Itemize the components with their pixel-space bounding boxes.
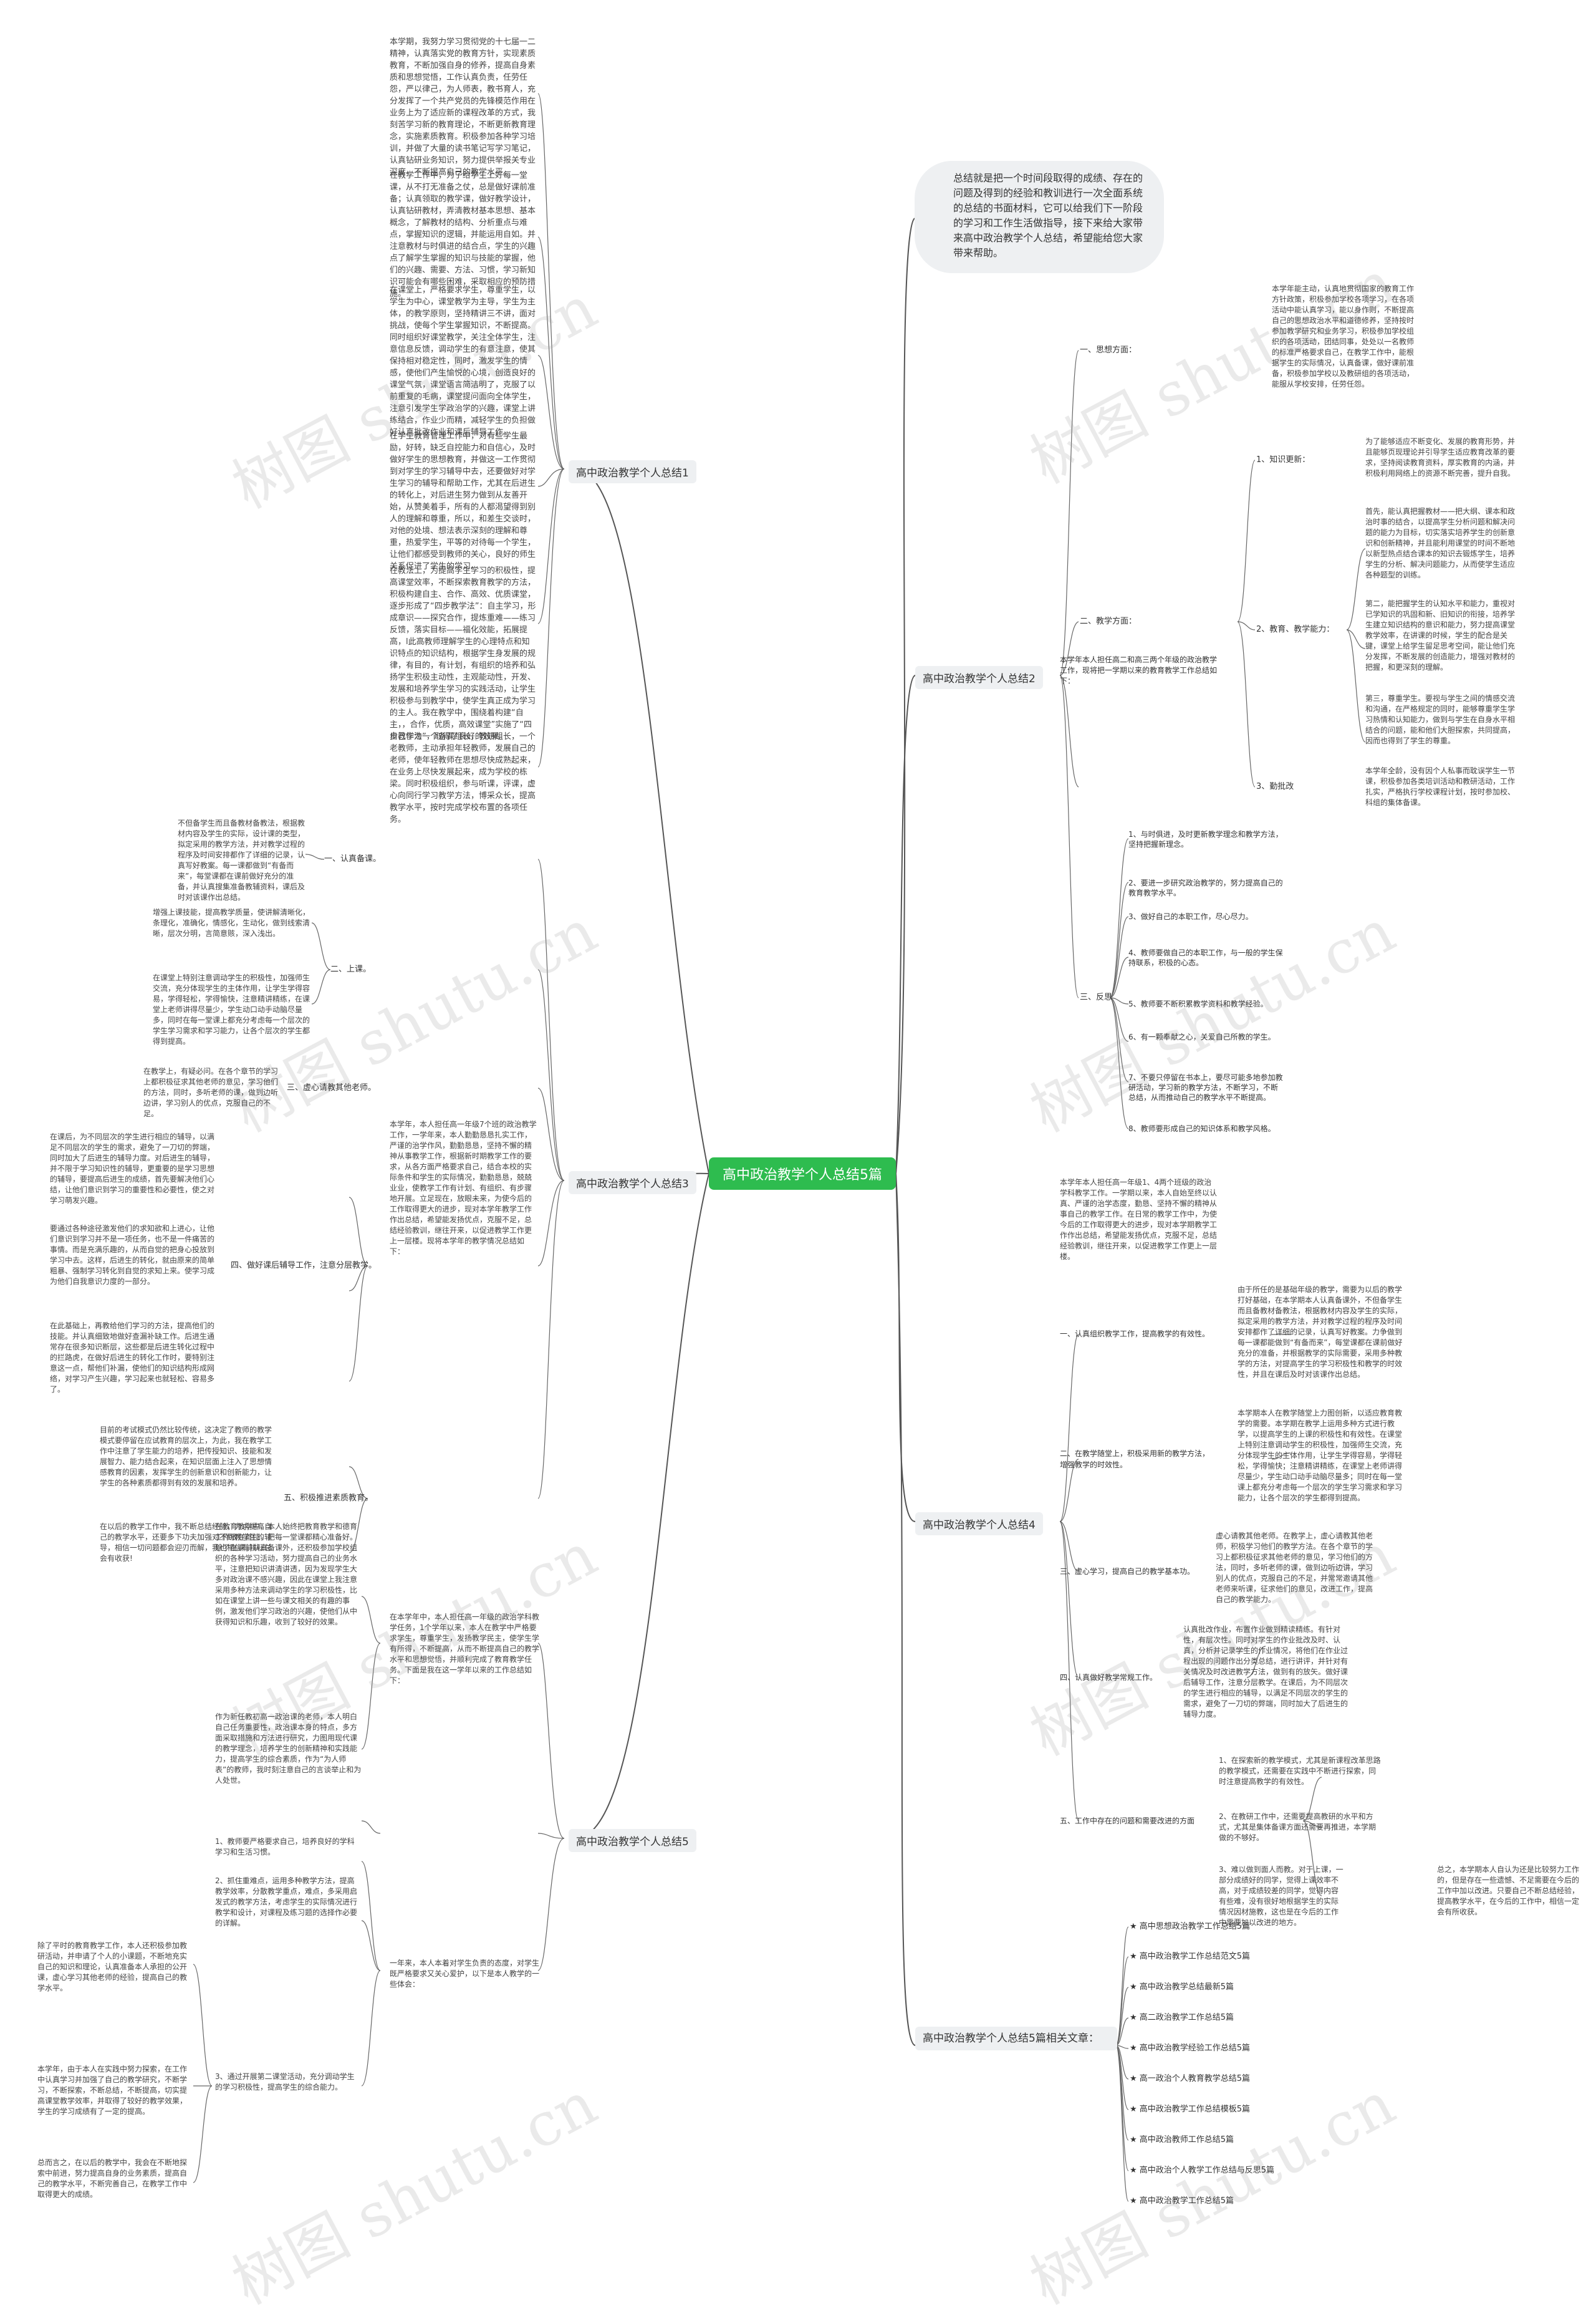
branch-s3-title[interactable]: 高中政治教学个人总结3: [569, 1171, 696, 1194]
s2-reflection-item: 6、有一颗奉献之心，关爱自己所教的学生。: [1128, 1033, 1276, 1041]
s2-subsection-label: 1、知识更新：: [1256, 455, 1310, 465]
related-article-link[interactable]: ★ 高二政治教学工作总结5篇: [1130, 2013, 1234, 2022]
connector-root-s2: [895, 675, 916, 1174]
s4-conclusion: 总之，本学期本人自认为还是比较努力工作的，但是存在一些遗憾、不足需要在今后的工作…: [1437, 1865, 1580, 1916]
s5-method-intro: 一年来，本人本着对学生负责的态度，对学生既严格要求又关心爱护，以下是本人教学的一…: [390, 1959, 540, 1989]
s5-paragraph: 作为新任教初高一政治课的老师，本人明白自己任务重要性，政治课本身的特点，多方面采…: [215, 1712, 362, 1785]
related-article-link[interactable]: ★ 高中思想政治教学工作总结5篇: [1130, 1922, 1251, 1931]
s2-paragraph: 本学年全龄，没有因个人私事而耽误学生一节课，积极参加各类培训活动和教研活动，工作…: [1365, 766, 1516, 807]
s2-paragraph: 为了能够适应不断变化、发展的教育形势，并且能够页现理论并引导学生适应教育改革的要…: [1365, 437, 1516, 478]
s2-reflection-item: 8、教师要形成自己的知识体系和教学风格。: [1128, 1124, 1276, 1133]
s4-issue-item: 3、难以做到面人而教。对于上课，一部分成绩好的同学，觉得上课效率不高，对于成绩较…: [1219, 1865, 1344, 1927]
connector-root-s5: [576, 1173, 709, 1839]
related-article-link[interactable]: ★ 高中政治个人教学工作总结与反思5篇: [1130, 2166, 1275, 2175]
s1-paragraph: 在学生教育管理工作中，对有些学生最励，好转，缺乏自控能力和自信心，及时做好学生的…: [390, 432, 536, 571]
s3-section-label: 五、积极推进素质教育。: [284, 1493, 373, 1503]
s3-paragraph: 要通过各种途径激发他们的求知欲和上进心，让他们意识到学习并不是一项任务，也不是一…: [50, 1224, 215, 1286]
s2-reflection-item: 2、要进一步研究政治教学的，努力提高自己的教育教学水平。: [1128, 879, 1283, 897]
s3-paragraph: 目前的考试模式仍然比较传统，这决定了教师的教学模式要停留在应试教育的层次上，为此…: [100, 1426, 272, 1487]
s2-section-label: 二、教学方面：: [1080, 617, 1137, 626]
s4-section-label: 五、工作中存在的问题和需要改进的方面: [1060, 1817, 1195, 1825]
related-article-link[interactable]: ★ 高中政治教学工作总结模板5篇: [1130, 2105, 1251, 2114]
s4-section-label: 四、认真做好教学常规工作。: [1060, 1673, 1158, 1682]
s4-intro: 本学年本人担任高一年级1、4两个班级的政治学科教学工作。一学期以来，本人自始至终…: [1060, 1178, 1218, 1261]
s2-reflection-item: 3、做好自己的本职工作，尽心尽力。: [1128, 912, 1253, 921]
connector-root-s1: [576, 468, 709, 1174]
connector-root-summary: [895, 218, 915, 1174]
s5-method-item: 2、抓住重难点，运用多种教学方法，提高教学效率，分散教学重点，难点，多采用启发式…: [215, 1876, 358, 1928]
connector-root-s4: [895, 1173, 916, 1522]
s1-paragraph: 在课堂上，严格要求学生，尊重学生，以学生为中心，课堂教学为主导，学生为主体，的教…: [390, 286, 536, 437]
s2-intro: 本学年本人担任高二和高三两个年级的政治教学工作，现将把一学期以来的教育教学工作总…: [1060, 655, 1218, 685]
s5-paragraph: 除了平时的教育教学工作，本人还积极参加教研活动，并申请了个人的小课题，不断地充实…: [37, 1941, 188, 1992]
s2-section-label: 三、反思: [1080, 993, 1113, 1002]
s5-method-item: 3、通过开展第二课堂活动，充分调动学生的学习积极性，提高学生的综合能力。: [215, 2072, 355, 2092]
s3-paragraph: 增强上课技能，提高教学质量，使讲解清晰化，条理化，准确化，情感化，生动化，做到线…: [153, 908, 310, 938]
s4-section-label: 一、认真组织教学工作，提高教学的有效性。: [1060, 1329, 1210, 1338]
s4-issue-item: 2、在教研工作中，还需要提高教研的水平和方式，尤其是集体备课方面还需要再推进，本…: [1219, 1812, 1377, 1842]
s2-section-label: 一、思想方面：: [1080, 345, 1137, 355]
summary-bubble[interactable]: 总结就是把一个时间段取得的成绩、存在的问题及得到的经验和教训进行一次全面系统的总…: [915, 161, 1164, 273]
related-article-link[interactable]: ★ 高中政治教学总结最新5篇: [1130, 1982, 1234, 1992]
s4-section-label: 三、虚心学习，提高自己的教学基本功。: [1060, 1567, 1195, 1576]
related-article-link[interactable]: ★ 高中政治教学经验工作总结5篇: [1130, 2044, 1251, 2053]
s2-reflection-item: 7、不要只停留在书本上，要尽可能多地参加教研活动，学习新的教学方法，不断学习，不…: [1128, 1073, 1283, 1102]
s1-paragraph: 本学期，我努力学习贯彻党的十七届一二精神，认真落实党的教育方针，实现素质教育，不…: [390, 37, 536, 177]
s4-section-label: 二、在教学随堂上，积极采用新的教学方法，增强教学的时效性。: [1060, 1449, 1210, 1469]
s3-paragraph: 在以后的教学工作中，我不断总结经验，力求提高自己的教学水平，还要多下功夫加强对不…: [100, 1522, 272, 1563]
s2-paragraph: 本学年能主动，认真地贯彻国家的教育工作方针政策，积极参加学校各项学习，在各项活动…: [1272, 284, 1415, 388]
branch-s2-title[interactable]: 高中政治教学个人总结2: [915, 666, 1043, 689]
branch-s4-title[interactable]: 高中政治教学个人总结4: [915, 1512, 1043, 1535]
s5-method-item: 1、教师要严格要求自己，培养良好的学科学习和生活习惯。: [215, 1837, 355, 1856]
s5-paragraph: 本学年，由于本人在实践中努力探索，在工作中认真学习并加强了自己的教学研究，不断学…: [37, 2065, 188, 2116]
s3-paragraph: 在课堂上特别注意调动学生的积极性，加强师生交流，充分体现学生的主体作用，让学生学…: [153, 973, 310, 1046]
s3-paragraph: 在课后，为不同层次的学生进行相应的辅导，以满足不同层次的学生的需求，避免了一刀切…: [50, 1132, 215, 1205]
branch-s1-title[interactable]: 高中政治教学个人总结1: [569, 460, 696, 483]
s2-paragraph: 首先，能认真把握教材——把大纲、课本和政治时事的结合，以提高学生分析问题和解决问…: [1365, 507, 1516, 579]
connector-root-related: [895, 1173, 916, 2046]
s3-intro: 本学年，本人担任高一年级7个班的政治教学工作，一学年来，本人勤勤恳恳扎实工作，严…: [390, 1120, 537, 1256]
branch-related-title[interactable]: 高中政治教学个人总结5篇相关文章：: [915, 2027, 1117, 2050]
s3-paragraph: 在此基础上，再教给他们学习的方法，提高他们的技能。并认真细致地做好查漏补缺工作。…: [50, 1321, 215, 1394]
s3-section-label: 一、认真备课。: [324, 854, 382, 864]
s4-paragraph: 由于所任的是基础年级的教学，需要为以后的教学打好基础，在本学期本人认真备课外，不…: [1238, 1285, 1403, 1379]
s2-paragraph: 第二，能把握学生的认知水平和能力，重视对已学知识的巩固和新、旧知识的衔接，培养学…: [1365, 599, 1516, 672]
s2-paragraph: 第三，尊重学生。要视与学生之间的情感交流和沟通，在严格规定的同时，能够尊重学生学…: [1365, 694, 1516, 745]
s4-paragraph: 虚心请教其他老师。在教学上，虚心请教其他老师，积极学习他们的教学方法。在各个章节…: [1216, 1532, 1373, 1604]
s5-intro: 在本学年中，本人担任高一年级的政治学科教学任务，1个学年以来，本人在教学中严格要…: [390, 1613, 540, 1685]
s4-paragraph: 本学期本人在教学随堂上力图创新，以适应教育教学的需要。本学期在教学上运用多种方式…: [1238, 1409, 1403, 1502]
s4-issue-item: 1、在探索新的教学模式，尤其是新课程改革思路的教学模式，还需要在实践中不断进行探…: [1219, 1756, 1381, 1786]
s2-subsection-label: 2、教育、教学能力：: [1256, 625, 1335, 634]
related-article-link[interactable]: ★ 高中政治教学工作总结5篇: [1130, 2196, 1234, 2206]
s3-section-label: 四、做好课后辅导工作，注意分层教学。: [231, 1261, 377, 1270]
related-article-link[interactable]: ★ 高中政治教师工作总结5篇: [1130, 2135, 1234, 2145]
s1-paragraph: 在教法上，为提高学生学习的积极性，提高课堂效率，不断探索教育教学的方法，积极构建…: [390, 566, 536, 741]
s5-paragraph: 在教育教学中，本人始终把教育教学和德育工作放在首位，把每一堂课都精心准备好。除了…: [215, 1522, 358, 1626]
related-article-link[interactable]: ★ 高一政治个人教育教学总结5篇: [1130, 2074, 1251, 2083]
s3-paragraph: 在教学上，有疑必问。在各个章节的学习上都积极征求其他老师的意见，学习他们的方法，…: [143, 1067, 279, 1118]
s3-paragraph: 不但备学生而且备教材备教法，根据教材内容及学生的实际，设计课的类型，拟定采用的教…: [178, 819, 305, 902]
root-topic[interactable]: 高中政治教学个人总结5篇: [709, 1157, 896, 1190]
s2-reflection-item: 1、与时俱进，及时更新教学理念和教学方法，坚持把握新理念。: [1128, 830, 1283, 849]
branch-s5-title[interactable]: 高中政治教学个人总结5: [569, 1829, 696, 1852]
s5-paragraph: 总而言之，在以后的教学中，我会在不断地探索中前进，努力提高自身的业务素质，提高自…: [37, 2158, 188, 2199]
s2-reflection-item: 4、教师要做自己的本职工作，与一般的学生保持联系，积极的心态。: [1128, 948, 1283, 967]
s2-reflection-item: 5、教师要不断积累教学资料和教学经验。: [1128, 1000, 1268, 1008]
s3-section-label: 二、上课。: [330, 965, 372, 974]
s3-section-label: 三、虚心请教其他老师。: [287, 1083, 377, 1093]
s1-paragraph: 自己作为一个备课组长，教研组长，一个老教师，主动承担年轻教师，发展自己的老师，使…: [390, 732, 536, 824]
s2-subsection-label: 3、勤批改: [1256, 782, 1294, 791]
related-article-link[interactable]: ★ 高中政治教学工作总结范文5篇: [1130, 1952, 1251, 1961]
s1-paragraph: 在教学工作中，为了给学生上好每一堂课，从不打无准备之仗，总是做好课前准备；认真领…: [390, 171, 536, 299]
s4-paragraph: 认真批改作业，布置作业做到精读精练。有针对性，有层次性。同时对学生的作业批改及时…: [1183, 1625, 1348, 1719]
